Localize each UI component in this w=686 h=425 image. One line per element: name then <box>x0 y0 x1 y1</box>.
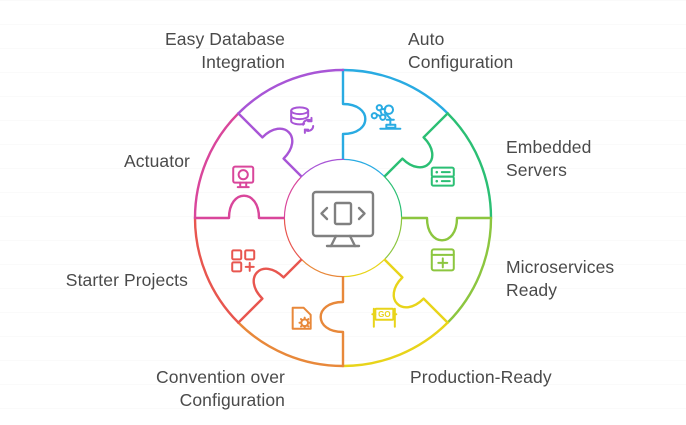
segment-starter-projects[interactable] <box>193 216 304 324</box>
segment-icons: GO <box>231 104 455 330</box>
svg-text:GO: GO <box>378 310 390 319</box>
label-easy-database-integration: Easy Database Integration <box>165 29 285 73</box>
center-hub <box>285 160 401 276</box>
database-sync-icon <box>290 106 315 134</box>
label-auto-configuration: Auto Configuration <box>408 29 514 73</box>
window-plus-icon <box>430 248 455 272</box>
grid-plus-icon <box>231 249 256 273</box>
label-actuator: Actuator <box>124 151 190 171</box>
server-rack-icon <box>430 166 455 187</box>
robot-arm-icon <box>370 104 402 130</box>
label-embedded-servers: Embedded Servers <box>506 137 592 181</box>
segment-easy-database-integration[interactable] <box>237 68 345 179</box>
monitor-gauge-icon <box>232 165 255 189</box>
document-gear-icon <box>291 306 312 330</box>
label-microservices-ready: Microservices Ready <box>506 257 615 301</box>
monitor-code-icon <box>311 190 375 248</box>
go-sign-icon: GO <box>371 307 398 328</box>
label-production-ready: Production-Ready <box>410 367 552 387</box>
label-starter-projects: Starter Projects <box>65 270 188 290</box>
label-convention-over-configuration: Convention over Configuration <box>156 367 285 411</box>
